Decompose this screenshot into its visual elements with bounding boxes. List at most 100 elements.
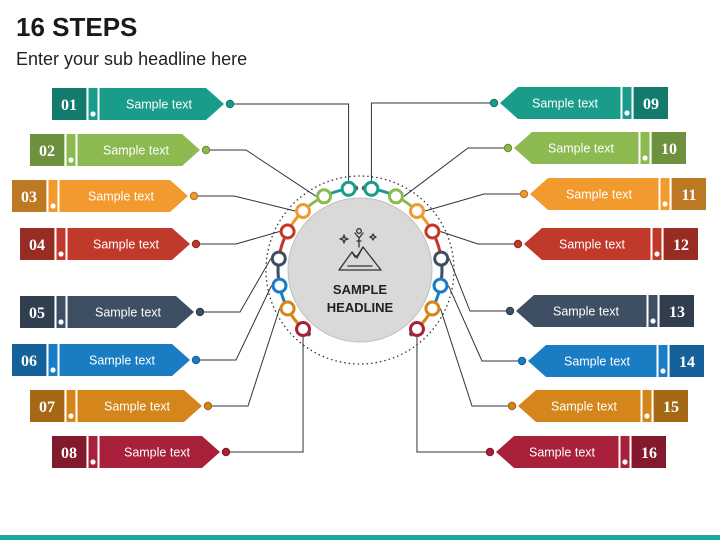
- step-text: Sample text: [124, 446, 191, 460]
- step-text: Sample text: [529, 446, 596, 460]
- step-accent-strip: [54, 228, 68, 260]
- step-accent-strip: [618, 436, 632, 468]
- step-accent-strip: [658, 178, 672, 210]
- step-body: [500, 87, 620, 119]
- banner-tip-dot: [505, 306, 515, 316]
- step-text: Sample text: [553, 305, 620, 319]
- center-headline-line1: SAMPLE: [333, 282, 388, 297]
- connector-line: [196, 231, 280, 245]
- step-body: [100, 88, 224, 120]
- step-number: 10: [661, 141, 677, 158]
- connector-line: [226, 336, 304, 453]
- step-number-block: [632, 436, 666, 468]
- step-number: 07: [39, 399, 55, 416]
- step-number-block: [30, 390, 64, 422]
- connector-line: [448, 258, 510, 312]
- step-number-block: [12, 180, 46, 212]
- slide-title: 16 STEPS: [16, 12, 138, 42]
- step-body: [100, 436, 220, 468]
- ring-node: [279, 223, 296, 240]
- banner-tip-dot: [517, 356, 527, 366]
- mountain-summit-icon: [338, 228, 382, 271]
- ring-node: [387, 188, 404, 205]
- step-text: Sample text: [566, 188, 633, 202]
- ring-node: [424, 300, 441, 317]
- banner-tip-dot: [201, 145, 211, 155]
- banner-tip-dot: [507, 401, 517, 411]
- center-hub: SAMPLE HEADLINE: [265, 175, 455, 365]
- step-accent-strip: [640, 390, 654, 422]
- step-accent-strip: [650, 228, 664, 260]
- banner-tip-dot: [225, 99, 235, 109]
- step-number-block: [672, 178, 706, 210]
- connector-line: [206, 149, 317, 197]
- step-accent-strip: [54, 296, 68, 328]
- step-number: 12: [673, 237, 689, 254]
- step-text: Sample text: [89, 354, 156, 368]
- banner-tip-dot: [221, 447, 231, 457]
- step-number: 16: [641, 445, 657, 462]
- banner-tip-dot: [485, 447, 495, 457]
- slide-subtitle: Enter your sub headline here: [16, 49, 248, 69]
- connectors: [194, 102, 524, 453]
- ring-node: [271, 277, 288, 294]
- step-text: Sample text: [126, 98, 193, 112]
- step-number: 01: [61, 97, 77, 114]
- step-accent-strip: [64, 390, 78, 422]
- step-text: Sample text: [559, 238, 626, 252]
- banner-tip-dot: [203, 401, 213, 411]
- step-number: 06: [21, 353, 37, 370]
- connector-line: [370, 102, 494, 181]
- step-number-block: [634, 87, 668, 119]
- step-body: [60, 344, 190, 376]
- step-number-block: [20, 228, 54, 260]
- connector-line: [439, 308, 512, 407]
- ring-node: [295, 203, 312, 220]
- step-body: [518, 390, 640, 422]
- connector-line: [424, 193, 524, 212]
- step-16: 16 Sample text: [485, 436, 666, 468]
- step-number-block: [670, 345, 704, 377]
- ring-node: [363, 180, 380, 197]
- step-body: [496, 436, 618, 468]
- connector-line: [208, 308, 281, 407]
- connector-line: [416, 336, 490, 453]
- step-number: 04: [29, 237, 45, 254]
- step-number: 13: [669, 304, 685, 321]
- step-number-block: [652, 132, 686, 164]
- step-number-block: [654, 390, 688, 422]
- banner-tip-dot: [189, 191, 199, 201]
- banner-tip-dot: [191, 355, 201, 365]
- step-body: [516, 295, 646, 327]
- step-body: [78, 390, 202, 422]
- connector-line: [230, 103, 350, 181]
- step-accent-strip: [620, 87, 634, 119]
- ring-node: [432, 277, 449, 294]
- step-accent-strip: [86, 436, 100, 468]
- connector-line: [440, 231, 518, 245]
- step-accent-strip: [46, 344, 60, 376]
- step-body: [68, 296, 194, 328]
- ring-node: [270, 250, 287, 267]
- step-13: 13 Sample text: [505, 295, 694, 327]
- step-number: 11: [681, 187, 696, 204]
- banner-tip-dot: [519, 189, 529, 199]
- step-number-block: [30, 134, 64, 166]
- step-body: [530, 178, 658, 210]
- step-number: 14: [679, 354, 695, 371]
- step-body: [514, 132, 638, 164]
- ring-node: [316, 188, 333, 205]
- step-01: 01 Sample text: [52, 88, 235, 120]
- ring-node: [408, 203, 425, 220]
- connector-line: [403, 147, 508, 197]
- step-number: 03: [21, 189, 37, 206]
- step-number-block: [20, 296, 54, 328]
- step-06: 06 Sample text: [12, 344, 201, 376]
